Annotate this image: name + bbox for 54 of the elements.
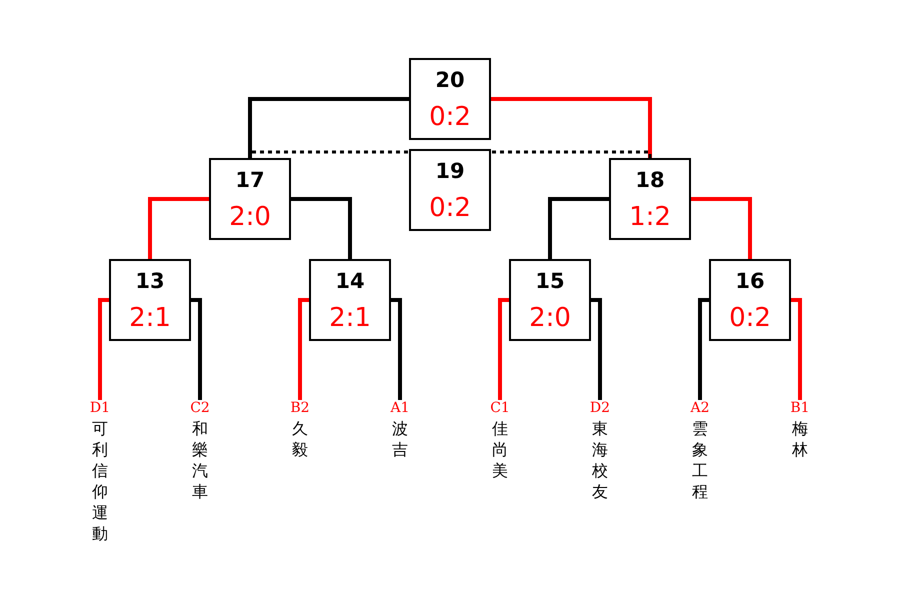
bracket-line <box>248 97 409 158</box>
match-box <box>709 259 791 341</box>
match-score: 2:1 <box>129 303 171 333</box>
match-score: 0:2 <box>429 102 471 132</box>
match-box <box>109 259 191 341</box>
seed-label: A1 <box>389 400 411 416</box>
match-score: 0:2 <box>729 303 771 333</box>
match-score: 1:2 <box>629 202 671 232</box>
seed-label: D2 <box>588 400 612 416</box>
match-number: 15 <box>535 269 565 293</box>
bracket-line <box>98 298 109 400</box>
team-name: 可利信仰運動 <box>92 418 108 544</box>
match-box <box>609 158 691 240</box>
team-name: 佳尚美 <box>492 418 508 481</box>
seed-label: C2 <box>189 400 211 416</box>
match-score: 2:0 <box>529 303 571 333</box>
bracket-line <box>291 197 352 259</box>
bracket-line <box>591 298 602 400</box>
bracket-line <box>148 197 209 259</box>
match-box <box>409 149 491 231</box>
team-name: 東海校友 <box>592 418 608 502</box>
seed-label: C1 <box>489 400 511 416</box>
match-box <box>309 259 391 341</box>
match-box <box>409 58 491 140</box>
match-number: 18 <box>635 168 665 192</box>
bracket-line <box>791 298 802 400</box>
match-number: 19 <box>435 159 465 183</box>
seed-label: D1 <box>88 400 112 416</box>
team-name: 雲象工程 <box>692 418 708 502</box>
seed-label: B1 <box>789 400 811 416</box>
bracket-line <box>691 197 752 259</box>
seed-label: A2 <box>689 400 711 416</box>
team-name: 梅林 <box>792 418 808 460</box>
bracket-line <box>298 298 309 400</box>
match-number: 13 <box>135 269 165 293</box>
team-name: 久毅 <box>292 418 308 460</box>
match-number: 14 <box>335 269 365 293</box>
match-score: 2:0 <box>229 202 271 232</box>
bracket-line <box>498 298 509 400</box>
match-number: 16 <box>735 269 765 293</box>
team-name: 波吉 <box>392 418 408 460</box>
match-score: 0:2 <box>429 193 471 223</box>
team-name: 和樂汽車 <box>192 418 208 502</box>
bracket-line <box>391 298 402 400</box>
bracket-line <box>491 97 652 158</box>
match-score: 2:1 <box>329 303 371 333</box>
bracket-line <box>191 298 202 400</box>
match-box <box>509 259 591 341</box>
bracket-line <box>698 298 709 400</box>
bracket-line <box>548 197 609 259</box>
seed-label: B2 <box>289 400 311 416</box>
match-box <box>209 158 291 240</box>
match-number: 20 <box>435 68 465 92</box>
match-number: 17 <box>235 168 265 192</box>
